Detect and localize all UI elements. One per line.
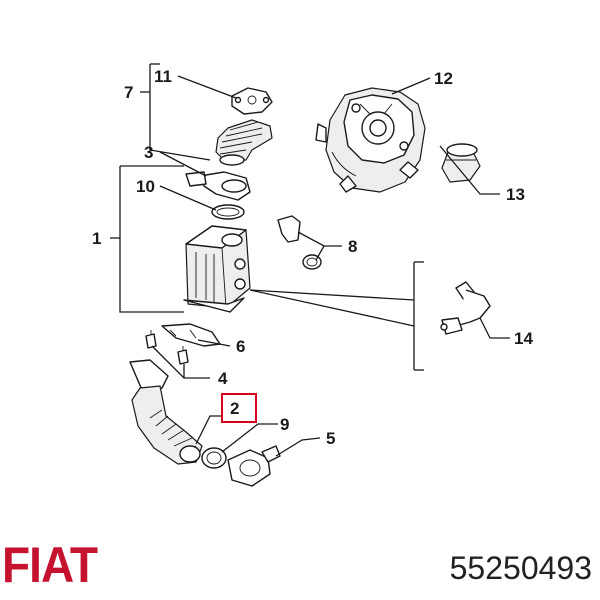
callout-7: 7 [124, 83, 133, 102]
clamp-part-5 [227, 445, 281, 487]
egr-valve-part [315, 87, 426, 193]
callout-10: 10 [136, 177, 155, 196]
flange-cover-part-11 [231, 87, 273, 115]
callout-2: 2 [230, 399, 239, 418]
callout-12: 12 [434, 69, 453, 88]
flex-pipe-part-7 [215, 119, 273, 166]
bolts-part-4 [145, 330, 189, 365]
callout-5: 5 [326, 429, 335, 448]
callout-6: 6 [236, 337, 245, 356]
callout-1: 1 [92, 229, 101, 248]
elbow-pipe-part-3 [185, 171, 251, 201]
clamp-part-8 [277, 215, 322, 270]
highlight-box [221, 393, 257, 423]
callout-3: 3 [144, 143, 153, 162]
exhaust-pipe-part-2 [129, 359, 203, 465]
nozzle-part-13 [441, 143, 481, 183]
callout-14: 14 [514, 329, 533, 348]
callout-9: 9 [280, 415, 289, 434]
callout-11: 11 [154, 67, 172, 86]
fiat-logo: FIAT [2, 537, 98, 593]
callout-13: 13 [506, 185, 525, 204]
leader-lines [110, 63, 510, 457]
gasket-ring-part-10 [211, 204, 245, 220]
egr-cooler-part-1 [183, 225, 251, 313]
callout-labels: 1 2 3 4 5 6 7 8 9 10 11 12 13 14 [92, 67, 533, 448]
gasket-part-9 [201, 447, 227, 469]
callout-4: 4 [218, 369, 228, 388]
part-number: 55250493 [449, 550, 592, 586]
callout-8: 8 [348, 237, 357, 256]
temperature-sensor-part-14 [440, 281, 491, 335]
